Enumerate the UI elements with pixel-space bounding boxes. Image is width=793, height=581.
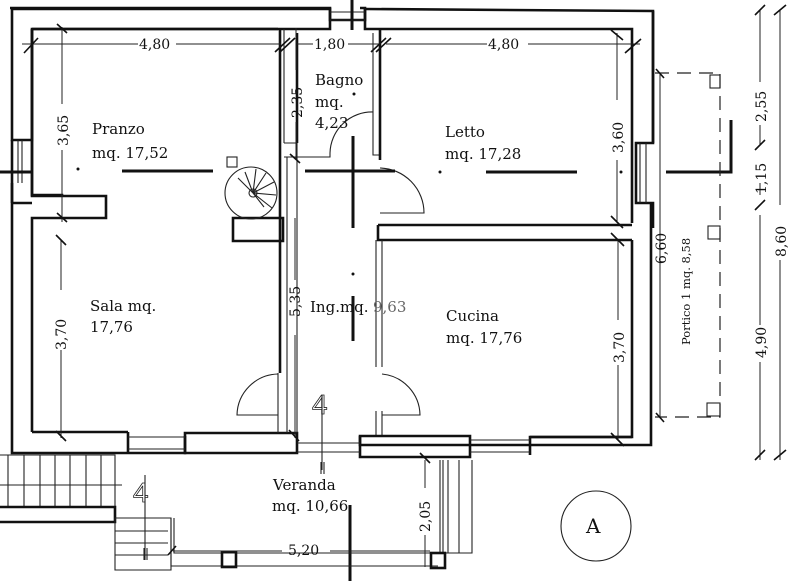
room-ingresso-name: Ing.mq. [310, 298, 369, 316]
room-pranzo-area: mq. 17,52 [92, 144, 168, 162]
doors [236, 111, 425, 416]
room-sala-name: Sala mq. [90, 297, 156, 315]
dim-veranda-depth: 2,05 [418, 501, 434, 532]
dim-cucina-height: 3,70 [612, 332, 628, 363]
section-marker-label: A [585, 514, 601, 538]
room-bagno-name: Bagno [315, 71, 363, 89]
dim-portico-length: 6,60 [654, 233, 670, 264]
room-letto-area: mq. 17,28 [445, 145, 521, 163]
stair-number-center: 4 [312, 389, 328, 420]
dim-letto-width: 4,80 [488, 37, 519, 53]
room-portico-label: Portico 1 mq. 8,58 [679, 238, 693, 345]
room-ingresso-area: 9,63 [373, 298, 406, 316]
section-marker-circle [560, 490, 632, 562]
spiral-staircase [224, 156, 278, 220]
stair-number-left: 4 [133, 477, 149, 508]
dim-veranda-width: 5,20 [288, 543, 319, 559]
dim-side-bottom: 4,90 [754, 327, 770, 358]
dim-pranzo-width: 4,80 [139, 37, 170, 53]
room-veranda-area: mq. 10,66 [272, 497, 348, 515]
room-veranda-name: Veranda [272, 476, 336, 494]
portico [655, 68, 721, 423]
room-cucina-area: mq. 17,76 [446, 329, 522, 347]
room-center-dots [76, 92, 623, 276]
dimension-labels: 4,80 1,80 4,80 3,65 2,35 3,60 3,70 5,35 … [54, 37, 790, 559]
dim-pranzo-height: 3,65 [56, 115, 72, 146]
dim-side-mid: 1,15 [754, 163, 770, 194]
dim-bagno-width: 1,80 [314, 37, 345, 53]
room-pranzo-name: Pranzo [92, 120, 145, 138]
dim-bagno-height: 2,35 [290, 87, 306, 118]
room-bagno-area: 4,23 [315, 114, 348, 132]
room-labels: Pranzo mq. 17,52 Bagno mq. 4,23 Letto mq… [90, 71, 693, 515]
dim-side-total: 8,60 [774, 226, 790, 257]
room-cucina-name: Cucina [446, 307, 499, 325]
dim-letto-height: 3,60 [611, 122, 627, 153]
dim-ingresso-height: 5,35 [288, 286, 304, 317]
section-lines [0, 0, 733, 581]
room-sala-area: 17,76 [90, 318, 133, 336]
dim-side-top: 2,55 [754, 91, 770, 122]
veranda [0, 454, 473, 571]
markers: A 4 4 [133, 389, 632, 562]
room-bagno-area-prefix: mq. [315, 93, 344, 111]
dimension-lines [0, 4, 787, 567]
room-letto-name: Letto [445, 123, 485, 141]
dim-sala-height: 3,70 [54, 319, 70, 350]
